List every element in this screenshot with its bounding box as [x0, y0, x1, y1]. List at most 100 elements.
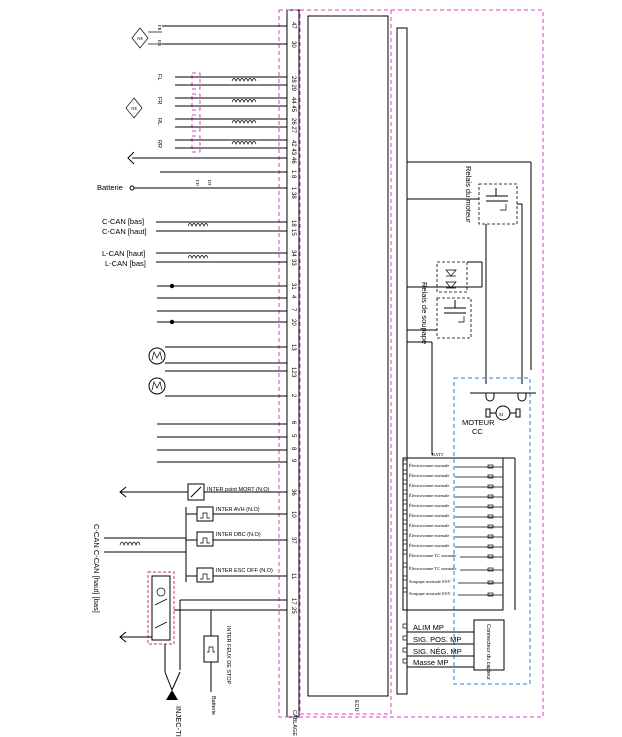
diamond-connector-icon: [125, 97, 143, 119]
diode-icon: [445, 281, 457, 289]
pin-number: 46: [290, 157, 296, 164]
pin-number: 20: [290, 319, 296, 326]
battery-label: Batterie: [97, 183, 123, 192]
l-can-low-label: L-CAN [bas]: [105, 259, 146, 268]
svg-text:Soupape normale ESV: Soupape normale ESV: [409, 579, 452, 584]
batt-label: BATT: [432, 452, 444, 457]
injection-connector-icon: [166, 690, 178, 700]
pin-number: 42 43: [290, 140, 296, 156]
svg-text:Électrovanne normale: Électrovanne normale: [409, 543, 449, 548]
pin-number: 10: [290, 511, 296, 518]
svg-text:Électrovanne normale: Électrovanne normale: [409, 463, 449, 468]
cablage-label: CÂBLAGE: [291, 710, 298, 736]
pin-number: 7: [290, 308, 296, 312]
list-item: Électrovanne TC normale: [402, 562, 503, 572]
svg-text:Électrovanne normale: Électrovanne normale: [409, 513, 449, 518]
diamond-mark: NE: [137, 36, 143, 41]
hydraulic-unit-strip: [396, 27, 408, 695]
list-item: Électrovanne normale: [402, 469, 503, 479]
ecu-label: ECU: [353, 700, 359, 712]
wheel-label-fl: FL: [156, 74, 162, 80]
pin-number: 6: [290, 421, 296, 425]
twisted-pair-icon: [231, 141, 257, 145]
pin-number: 31: [290, 283, 296, 290]
esc-off-switch-icon: [196, 567, 214, 583]
relay-motor-group: Relais du moteur: [407, 161, 532, 384]
module-outline: [278, 9, 544, 718]
list-item: Électrovanne normale: [402, 519, 503, 529]
list-item: Électrovanne normale: [402, 499, 503, 509]
relay-valve-label: Relais de soupape: [420, 282, 429, 344]
svg-text:NE: NE: [131, 106, 137, 111]
top-connector-group: NE FR RR: [131, 25, 287, 49]
wheel-label-fr: FR: [156, 97, 162, 104]
list-item: Électrovanne TC normale: [402, 549, 503, 559]
pin-number: 30: [290, 41, 296, 48]
injection-label: INJEC-TION: [174, 706, 183, 737]
wheel-label-rl: RL: [156, 118, 162, 125]
pin-number: 1 8: [290, 170, 296, 179]
list-item: Électrovanne normale: [402, 529, 503, 539]
sig-pos-label: SIG. POS. MP: [413, 635, 461, 644]
twisted-pair-icon: [187, 255, 209, 259]
svg-text:Soupape normale ESV: Soupape normale ESV: [409, 591, 452, 596]
stop-light-switch-icon: [203, 635, 219, 663]
list-item: Soupape normale ESV: [402, 587, 503, 597]
svg-text:Électrovanne normale: Électrovanne normale: [409, 533, 449, 538]
hydraulic-unit-outline: [453, 377, 531, 685]
valve-list: Électrovanne normale Électrovanne normal…: [402, 457, 504, 611]
svg-text:Électrovanne TC normale: Électrovanne TC normale: [409, 553, 456, 558]
bottom-can-group: C-CAN C-CAN [haut] [bas]: [92, 524, 186, 613]
pin-number: 17: [290, 598, 296, 605]
sensor-connector-box: [473, 619, 505, 671]
alim-mp-label: ALIM MP: [413, 623, 444, 632]
list-item: Électrovanne normale: [402, 479, 503, 489]
battery-bottom-label: Batterie: [210, 696, 216, 715]
svg-text:Électrovanne normale: Électrovanne normale: [409, 503, 449, 508]
ecu-inner-block: [307, 15, 389, 697]
pin-number: 26 27: [290, 118, 296, 134]
svg-text:FD: FD: [195, 180, 200, 187]
c-can-low-label: C-CAN [bas]: [102, 217, 144, 226]
wheel-label-rr: RR: [156, 140, 162, 148]
pin-number: 37: [290, 537, 296, 544]
relay-valve-group: Relais de soupape: [407, 261, 483, 455]
pin-number: 34: [290, 250, 296, 257]
avh-switch-icon: [196, 506, 214, 522]
pin-number: 33: [290, 259, 296, 266]
dc-motor-label-1: MOTEUR: [462, 418, 495, 427]
list-item: Électrovanne normale: [402, 459, 503, 469]
inter-esc-label: INTER ESC OFF (N.O): [216, 568, 273, 574]
sig-neg-label: SIG. NÉG. MP: [413, 647, 462, 656]
pin-number: 5: [290, 434, 296, 438]
pin-number: 47: [290, 22, 296, 29]
misc-inputs-group: [148, 283, 287, 463]
inter-feux-label: INTER FEUX DE STOP: [225, 626, 231, 685]
svg-text:DF: DF: [207, 180, 212, 186]
svg-text:M: M: [499, 412, 503, 417]
c-can-high-label: C-CAN [haut]: [102, 227, 147, 236]
c-can-vertical-label: C-CAN C-CAN [haut] [bas]: [92, 524, 101, 613]
motor-sensor-icon: [148, 377, 166, 395]
svg-text:Électrovanne normale: Électrovanne normale: [409, 493, 449, 498]
svg-text:FR: FR: [157, 25, 162, 32]
power-supply-group: Batterie FD DF: [97, 151, 287, 192]
pin-numbers: 47 30 28 29 44 45 26 27 42 43 46 1 8 1 3…: [290, 22, 296, 614]
diamond-connector-icon: [131, 27, 149, 49]
pin-number: 9: [290, 459, 296, 463]
svg-text:RR: RR: [157, 40, 162, 47]
pin-number: 28 29: [290, 76, 296, 92]
pin-number: 2: [290, 394, 296, 398]
masse-mp-label: Masse MP: [413, 658, 448, 667]
inter-avh-label: INTER AVH (N.O): [216, 507, 260, 513]
relay-motor-label: Relais du moteur: [464, 166, 473, 223]
valve-diode-box: [436, 261, 468, 293]
svg-text:Électrovanne normale: Électrovanne normale: [409, 483, 449, 488]
connecteur-label: Connecteur du capteur: [485, 624, 491, 680]
list-item: Électrovanne normale: [402, 509, 503, 519]
pin-number: 18: [290, 220, 296, 227]
dbc-switch-icon: [196, 531, 214, 547]
pressure-sensor-group: ALIM MP SIG. POS. MP SIG. NÉG. MP Masse …: [402, 619, 505, 680]
motor-sensor-icon: [148, 347, 166, 365]
